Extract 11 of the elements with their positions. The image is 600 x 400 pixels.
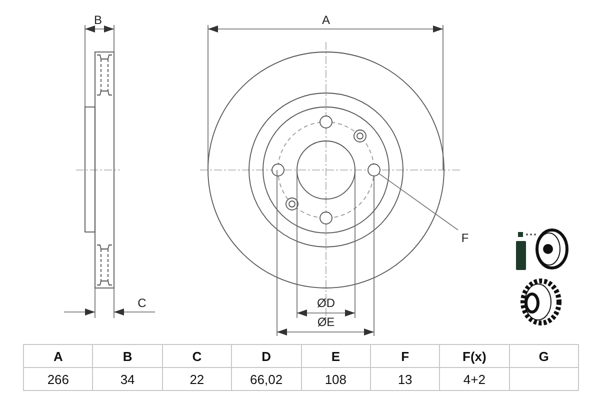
dimension-label: B <box>92 14 103 26</box>
dimension-label: ØD <box>316 297 336 309</box>
dimension-label: C <box>136 297 148 309</box>
table-header-cell: G <box>508 344 579 368</box>
bolt-hole <box>368 164 380 176</box>
leader-line <box>378 173 458 230</box>
table-header-cell: A <box>23 344 94 368</box>
dimension-label: A <box>320 14 331 26</box>
dimension-label: ØE <box>316 316 336 328</box>
callout-letter: F <box>458 232 472 244</box>
table-value-cell: 266 <box>23 367 94 391</box>
